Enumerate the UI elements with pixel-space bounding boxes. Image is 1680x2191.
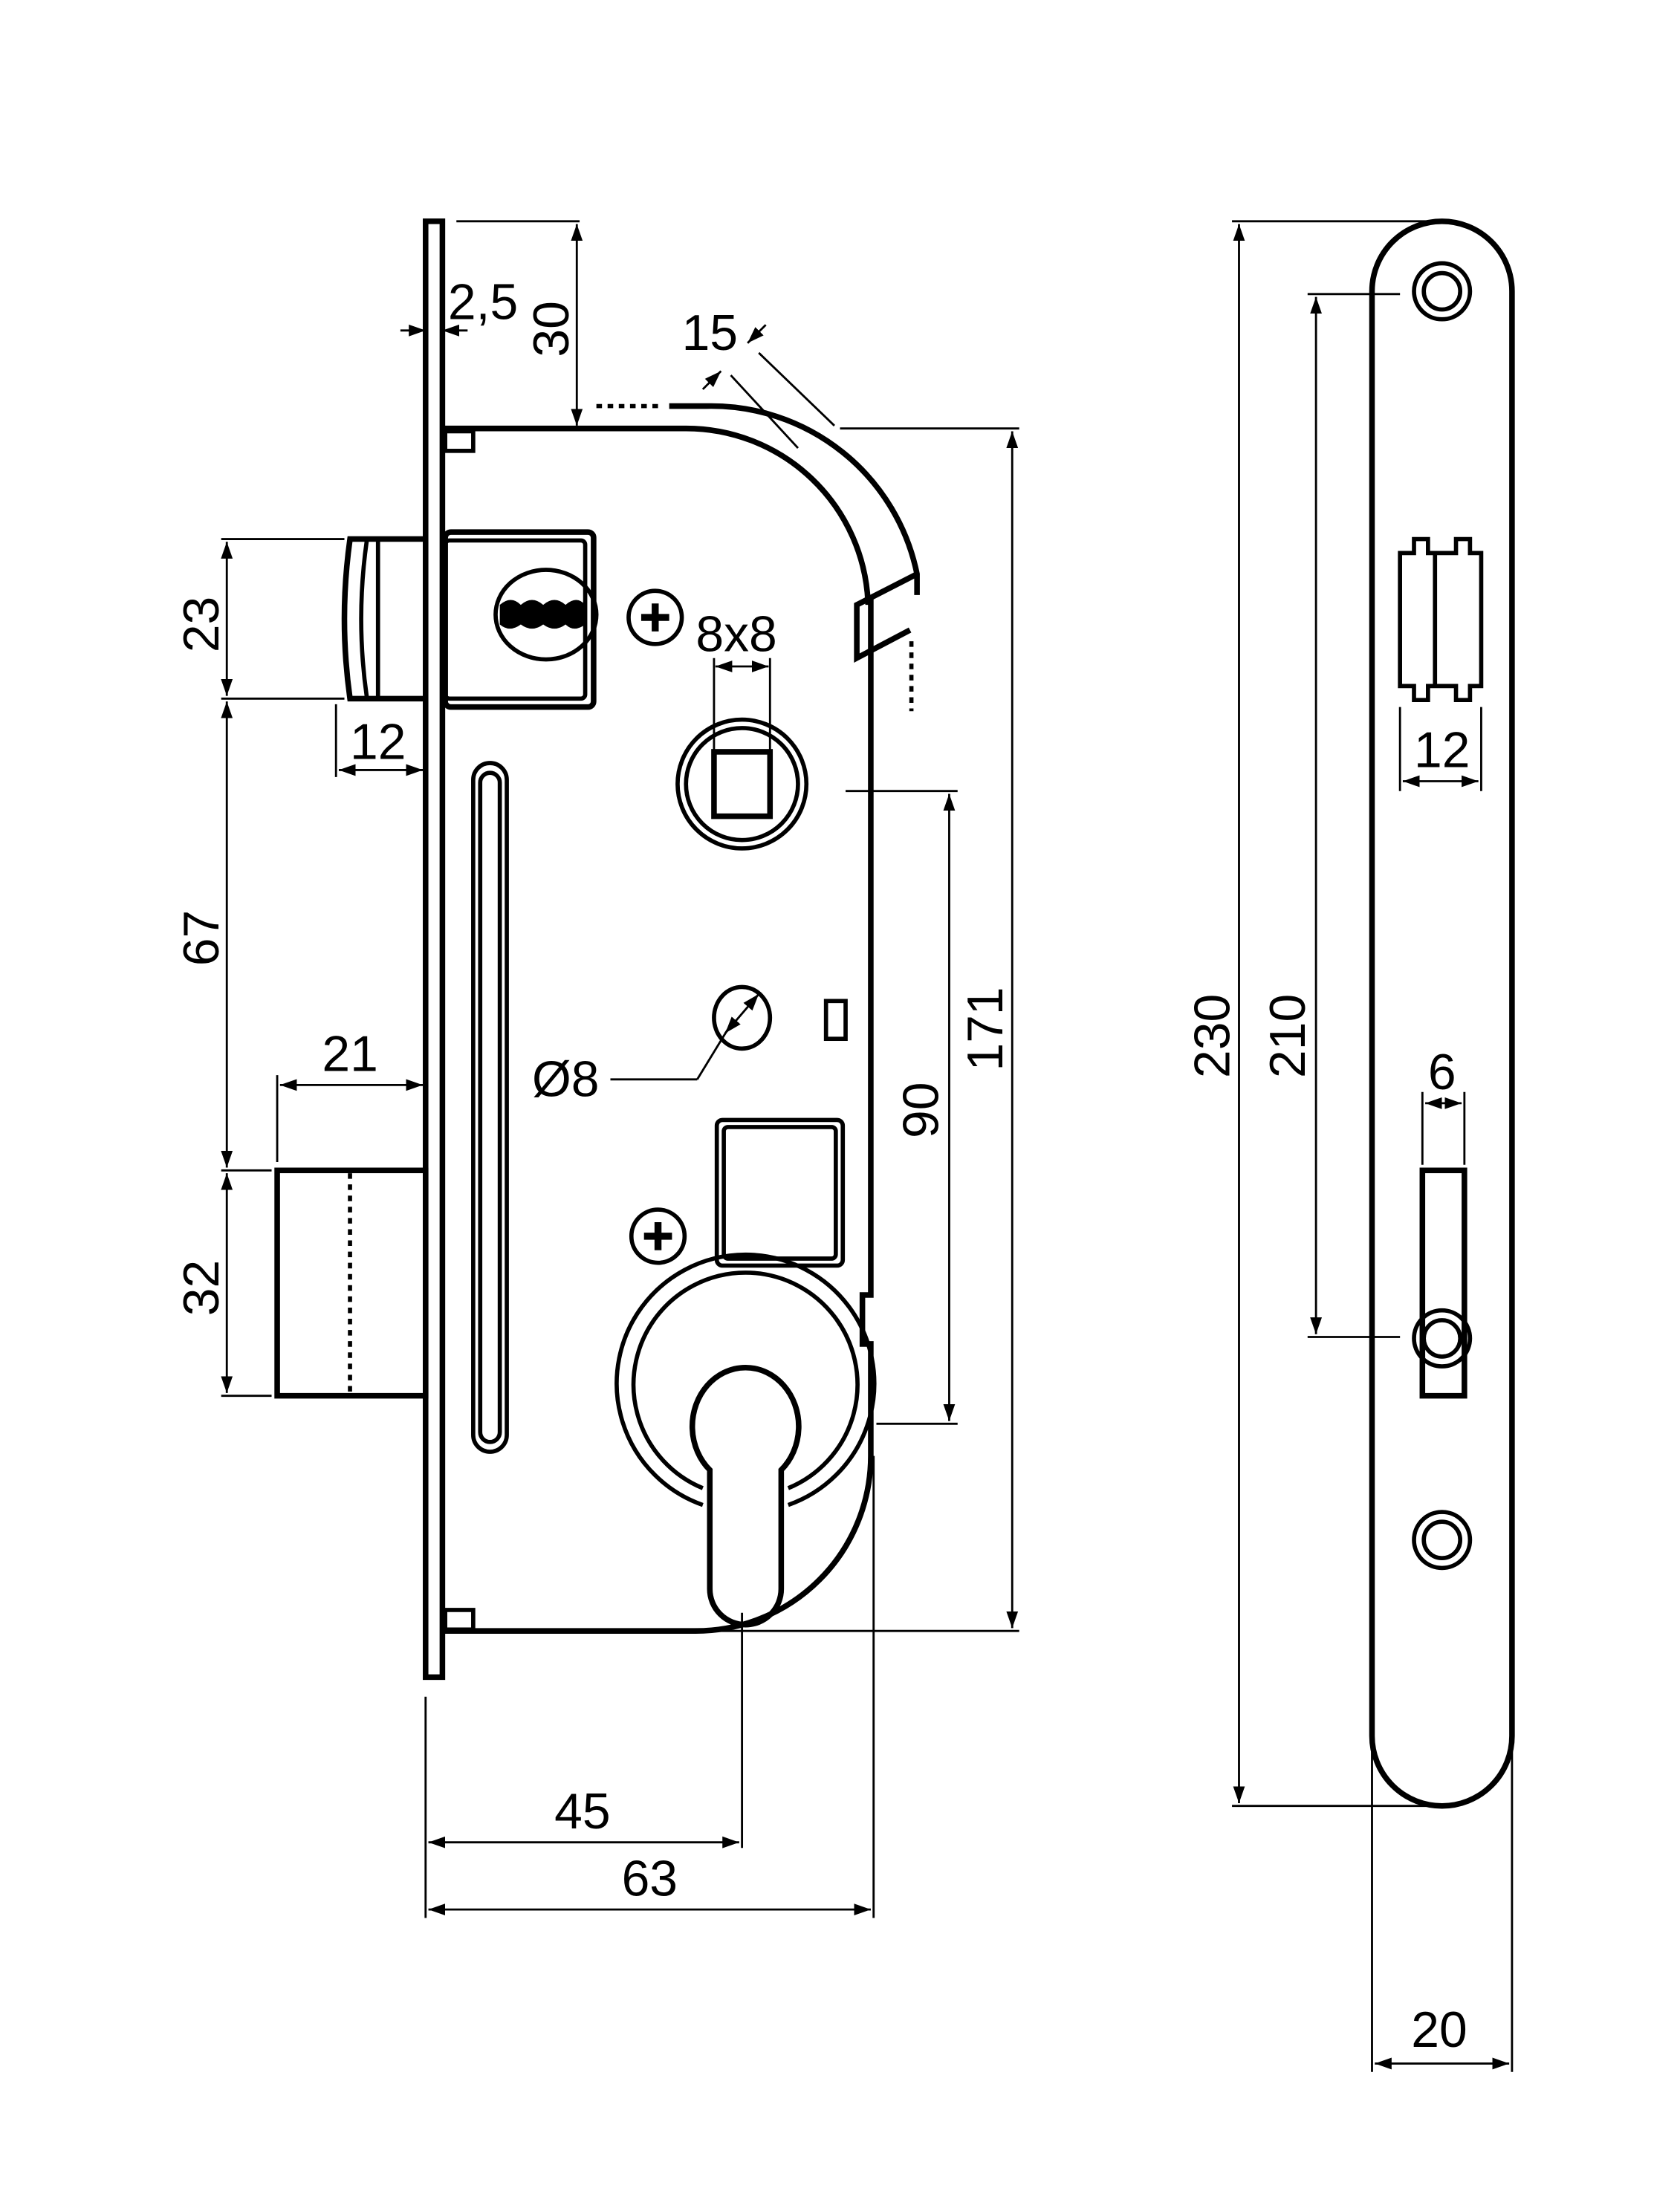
dim-backset: 45	[554, 1784, 610, 1840]
dim-spindle-square: 8x8	[695, 606, 776, 662]
lock-case	[442, 425, 874, 1634]
latch-spring	[493, 568, 599, 662]
strike-dimensions: 230 210 12 6 20	[1184, 220, 1514, 2072]
dim-strike-hole-spacing: 210	[1260, 994, 1316, 1078]
dim-strike-bolt-opening: 6	[1428, 1045, 1456, 1100]
long-slot	[471, 761, 509, 1454]
strike-screw-hole-middle	[1412, 1510, 1473, 1571]
spindle-hub	[675, 717, 809, 851]
rect-opening	[714, 1117, 846, 1268]
mortise-lock	[274, 218, 920, 1681]
screw-icon	[626, 588, 684, 646]
dim-case-depth: 63	[622, 1851, 678, 1906]
dim-spindle-to-cylinder: 90	[893, 1082, 949, 1138]
case-tab-top	[443, 429, 476, 453]
strike-bolt-opening	[1419, 1167, 1467, 1399]
cover-arc-tab	[854, 627, 912, 663]
dim-hole-diameter: Ø8	[532, 1051, 599, 1107]
dim-latch-to-bolt: 67	[174, 910, 230, 966]
dim-strike-width: 20	[1411, 2002, 1467, 2058]
latch-bolt	[341, 529, 599, 710]
hole-8mm	[712, 984, 773, 1051]
cylinder-rose	[614, 1252, 877, 1628]
cylinder-keyhole	[689, 1364, 802, 1628]
cover-arc	[669, 403, 920, 595]
faceplate	[423, 218, 446, 1681]
dim-case-height: 171	[958, 987, 1013, 1071]
lock-dimensions: 2,5 30 15 8x8 23 12 67 21 32	[174, 220, 1019, 1918]
cover-arc-end	[854, 571, 918, 631]
strike-screw-hole-top	[1412, 261, 1473, 322]
strike-latch-opening	[1398, 536, 1484, 703]
case-tab-bottom	[443, 1608, 476, 1632]
long-slot-inner	[478, 770, 502, 1444]
rect-opening-inner	[721, 1125, 838, 1261]
strike-plate	[1369, 218, 1515, 1809]
dim-radius-offset: 15	[682, 305, 738, 361]
deadbolt	[274, 1167, 429, 1399]
dim-latch-height: 23	[174, 597, 230, 652]
dim-strike-length: 230	[1184, 994, 1240, 1078]
screw-icon	[629, 1207, 687, 1265]
dim-strike-latch-opening: 12	[1414, 723, 1470, 779]
dim-bolt-projection: 21	[322, 1027, 377, 1082]
dim-latch-projection: 12	[350, 714, 406, 770]
dim-top-offset: 30	[524, 301, 580, 357]
dim-faceplate-thickness: 2,5	[448, 275, 518, 331]
small-slot	[823, 999, 848, 1042]
dim-bolt-height: 32	[174, 1260, 230, 1316]
